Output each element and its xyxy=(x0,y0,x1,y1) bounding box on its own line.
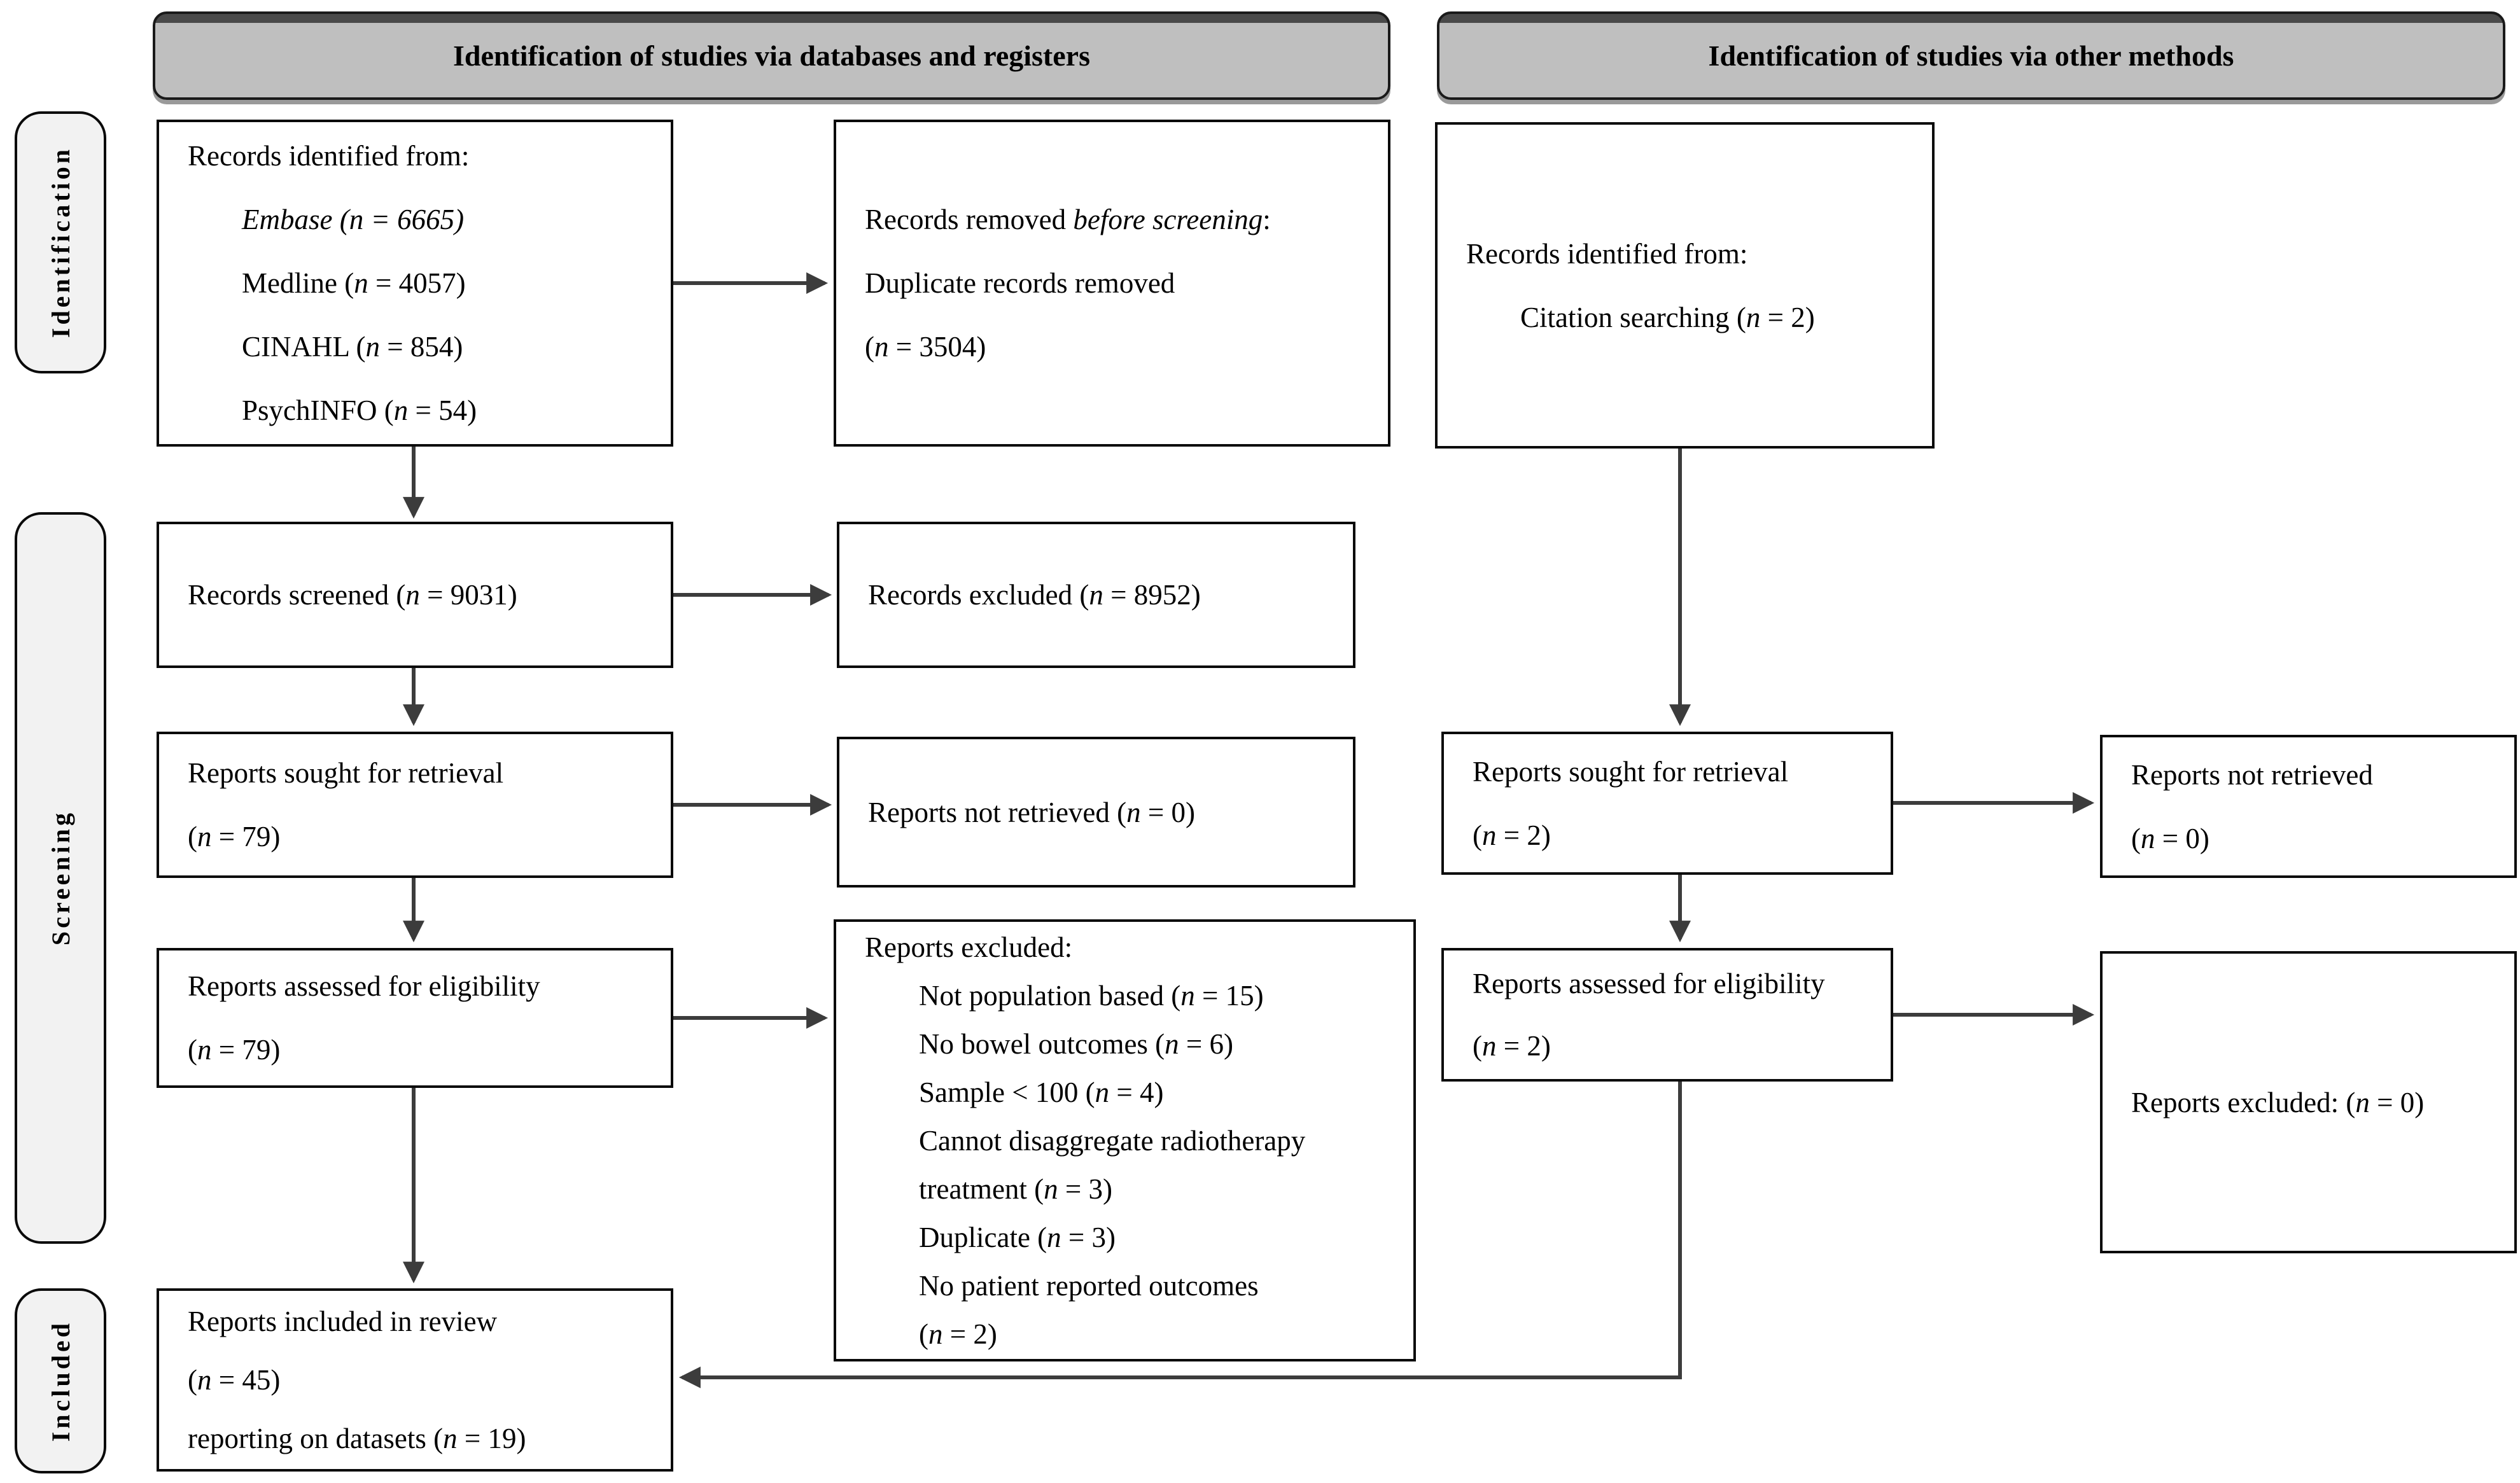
box-text-line: Reports excluded: (n = 0) xyxy=(2131,1086,2425,1118)
box-text-line: Medline (n = 4057) xyxy=(242,267,466,299)
box-reports-excluded-reasons: Reports excluded: Not population based (n… xyxy=(834,919,1416,1361)
box-reports-excluded-other: Reports excluded: (n = 0) xyxy=(2100,951,2517,1253)
box-text-line: Reports sought for retrieval xyxy=(1473,755,1789,788)
box-records-screened: Records screened (n = 9031) xyxy=(157,522,673,668)
box-text-line: Reports not retrieved xyxy=(2131,758,2373,791)
box-text-line: (n = 45) xyxy=(188,1364,281,1396)
box-text-line: (n = 3504) xyxy=(865,331,986,363)
column-header-other-methods-label: Identification of studies via other meth… xyxy=(1708,39,2234,72)
box-text-line: Reports sought for retrieval xyxy=(188,757,504,789)
box-text-line: (n = 79) xyxy=(188,1034,281,1066)
box-text-line: treatment (n = 3) xyxy=(919,1173,1113,1205)
stage-label-screening-text: Screening xyxy=(46,810,75,946)
box-text-line: Not population based (n = 15) xyxy=(919,979,1264,1012)
box-reports-not-retrieved-databases: Reports not retrieved (n = 0) xyxy=(837,737,1355,888)
box-text-line: Reports assessed for eligibility xyxy=(1473,968,1825,999)
box-text-line: Citation searching (n = 2) xyxy=(1520,301,1815,333)
box-text-line: (n = 2) xyxy=(1473,1030,1551,1062)
box-text-line: Cannot disaggregate radiotherapy xyxy=(919,1124,1306,1157)
box-reports-sought-databases: Reports sought for retrieval (n = 79) xyxy=(157,732,673,878)
box-reports-not-retrieved-other: Reports not retrieved (n = 0) xyxy=(2100,735,2517,878)
box-records-removed-before-screening: Records removed before screening: Duplica… xyxy=(834,120,1390,447)
box-text-line: No patient reported outcomes xyxy=(919,1269,1259,1302)
box-text-line: reporting on datasets (n = 19) xyxy=(188,1423,526,1454)
column-header-other-methods: Identification of studies via other meth… xyxy=(1437,11,2505,100)
stage-label-screening: Screening xyxy=(15,512,106,1244)
box-text-line: Records identified from: xyxy=(1466,237,1748,270)
box-text-line: (n = 0) xyxy=(2131,822,2209,854)
box-records-excluded: Records excluded (n = 8952) xyxy=(837,522,1355,668)
box-text-line: Embase (n = 6665) xyxy=(242,204,465,235)
box-text-line: Reports not retrieved (n = 0) xyxy=(868,796,1195,828)
stage-label-included-text: Included xyxy=(46,1319,75,1442)
box-text-line: (n = 2) xyxy=(919,1318,997,1350)
box-text-line: Duplicate records removed xyxy=(865,267,1175,299)
box-text-line: (n = 2) xyxy=(1473,819,1551,851)
box-text-line: Records excluded (n = 8952) xyxy=(868,579,1201,611)
stage-label-identification: Identification xyxy=(15,111,106,373)
box-text-line: Records removed before screening: xyxy=(865,204,1271,235)
stage-label-identification-text: Identification xyxy=(46,146,75,338)
box-text-line: Records screened (n = 9031) xyxy=(188,579,517,611)
column-header-databases-label: Identification of studies via databases … xyxy=(453,39,1090,72)
box-reports-sought-other: Reports sought for retrieval (n = 2) xyxy=(1441,732,1893,875)
box-text-line: (n = 79) xyxy=(188,821,281,853)
box-text-line: Duplicate (n = 3) xyxy=(919,1221,1116,1253)
box-text-line: PsychINFO (n = 54) xyxy=(242,394,477,426)
box-text-line: Sample < 100 (n = 4) xyxy=(919,1076,1164,1108)
column-header-databases: Identification of studies via databases … xyxy=(153,11,1390,100)
box-text-line: Reports excluded: xyxy=(865,931,1073,963)
box-records-identified-other: Records identified from: Citation searchi… xyxy=(1435,122,1935,449)
box-reports-assessed-other: Reports assessed for eligibility (n = 2) xyxy=(1441,948,1893,1082)
box-reports-included: Reports included in review (n = 45) report… xyxy=(157,1288,673,1472)
box-text-line: No bowel outcomes (n = 6) xyxy=(919,1027,1234,1060)
box-text-line: CINAHL (n = 854) xyxy=(242,331,463,363)
stage-label-included: Included xyxy=(15,1288,106,1473)
box-text-line: Reports assessed for eligibility xyxy=(188,970,540,1002)
box-reports-assessed-databases: Reports assessed for eligibility (n = 79) xyxy=(157,948,673,1088)
box-text-line: Records identified from: xyxy=(188,140,470,172)
box-records-identified-databases: Records identified from: Embase (n = 6665… xyxy=(157,120,673,447)
box-text-line: Reports included in review xyxy=(188,1305,498,1337)
